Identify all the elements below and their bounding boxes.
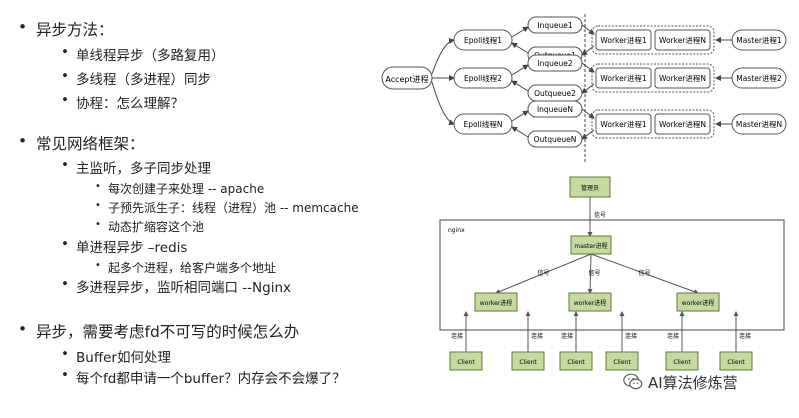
client-label: Client <box>567 359 585 366</box>
epoll-thread-label: Epoll线程1 <box>464 35 502 45</box>
wechat-icon <box>623 373 643 390</box>
client-label: Client <box>613 359 631 366</box>
signal-label: 信号 <box>638 269 650 277</box>
master-process-label: Master进程1 <box>736 36 782 45</box>
worker-process-box <box>654 29 711 51</box>
outqueue-label: Outqueue2 <box>534 89 576 98</box>
bullet-item-level2: 每个fd都申请一个buffer？内存会不会爆了？ <box>61 367 346 387</box>
bullet-list: 异步方法： 单线程异步（多路复用） 多线程（多进程）同步协程：怎么理解？ 常见网络框架… <box>0 0 420 418</box>
master-process-label: Master进程2 <box>736 74 782 83</box>
bullet-item-level2: 协程：怎么理解？ <box>61 92 184 112</box>
bullet-item-level1: 异步方法： <box>18 18 113 40</box>
worker-process-box <box>595 29 652 51</box>
client-label: Client <box>727 359 745 366</box>
client-label: Client <box>519 359 537 366</box>
worker-box <box>676 292 720 312</box>
epoll-thread-label: Epoll线程N <box>464 119 503 129</box>
outqueue-label: OutqueueN <box>534 135 577 144</box>
master-process-label: Master进程N <box>736 120 782 129</box>
watermark-text: AI算法修炼营 <box>648 373 738 392</box>
worker-group-frame <box>591 63 715 93</box>
admin-label: 管理员 <box>581 184 599 192</box>
worker-process-label: Worker进程N <box>659 120 706 129</box>
bullet-item-level2: 多进程异步，监听相同端口 --Nginx <box>61 276 291 296</box>
worker-process-box <box>595 113 652 135</box>
bullet-item-level1: 常见网络框架： <box>18 132 144 154</box>
bullet-item-level2: Buffer如何处理 <box>61 346 171 366</box>
accept-process-label: Accept进程 <box>385 75 428 84</box>
signal-label-top: 信号 <box>594 211 606 219</box>
epoll-thread-label: Epoll线程2 <box>464 73 502 83</box>
worker-label: worker进程 <box>574 299 606 307</box>
worker-group-frame <box>591 109 715 139</box>
worker-box <box>568 292 612 312</box>
worker-label: worker进程 <box>480 299 512 307</box>
signal-label: 信号 <box>588 269 600 277</box>
nginx-label: nginx <box>448 227 465 234</box>
master-label: master进程 <box>574 242 607 250</box>
watermark: AI算法修炼营 <box>622 371 738 393</box>
connect-label: 连接 <box>739 332 751 340</box>
worker-process-label: Worker进程1 <box>600 120 646 129</box>
connect-label: 连接 <box>561 332 573 340</box>
bullet-item-level1: 异步，需要考虑fd不可写的时候怎么办 <box>18 320 299 342</box>
bullet-item-level2: 单进程异步 –redis <box>61 236 188 256</box>
worker-process-box <box>654 113 711 135</box>
bullet-item-level3: 动态扩缩容这个池 <box>95 218 204 235</box>
client-box <box>605 351 639 371</box>
client-box <box>511 351 545 371</box>
worker-process-box <box>595 67 652 89</box>
master-process-box <box>731 113 787 135</box>
inqueue-label: InqueueN <box>537 105 573 114</box>
client-box <box>665 351 699 371</box>
worker-group-frame <box>591 25 715 55</box>
client-box <box>719 351 753 371</box>
master-process-box <box>731 29 787 51</box>
worker-process-label: Worker进程1 <box>600 36 646 45</box>
bullet-item-level2: 单线程异步（多路复用） <box>61 44 224 64</box>
client-box <box>449 351 483 371</box>
connect-label: 连接 <box>451 332 463 340</box>
inqueue-label: Inqueue2 <box>537 59 572 68</box>
epoll-thread-box <box>453 29 513 51</box>
master-process-box <box>731 67 787 89</box>
connect-label: 连接 <box>625 332 637 340</box>
client-box <box>559 351 593 371</box>
connect-label: 连接 <box>531 332 543 340</box>
bullet-item-level3: 子预先派生子：线程（进程）池 -- memcache <box>95 199 359 216</box>
epoll-thread-box <box>453 113 513 135</box>
bullet-item-level2: 主监听，多子同步处理 <box>61 157 211 177</box>
signal-label: 信号 <box>537 269 549 277</box>
worker-label: worker进程 <box>682 299 714 307</box>
epoll-thread-box <box>453 67 513 89</box>
nginx-frame <box>439 219 785 331</box>
bullet-item-level2: 多线程（多进程）同步 <box>61 68 211 88</box>
connect-label: 连接 <box>667 332 679 340</box>
bullet-item-level3: 每次创建子来处理 -- apache <box>95 180 264 197</box>
worker-process-box <box>654 67 711 89</box>
client-label: Client <box>457 359 475 366</box>
worker-process-label: Worker进程1 <box>600 74 646 83</box>
worker-box <box>474 292 518 312</box>
bullet-item-level3: 起多个进程，给客户端多个地址 <box>95 259 276 276</box>
inqueue-label: Inqueue1 <box>537 21 572 30</box>
worker-process-label: Worker进程N <box>659 74 706 83</box>
client-label: Client <box>673 359 691 366</box>
worker-process-label: Worker进程N <box>659 36 706 45</box>
async-architecture-diagram: Accept进程 Epoll线程1Inqueue1Outqueue1Worker… <box>381 14 787 162</box>
